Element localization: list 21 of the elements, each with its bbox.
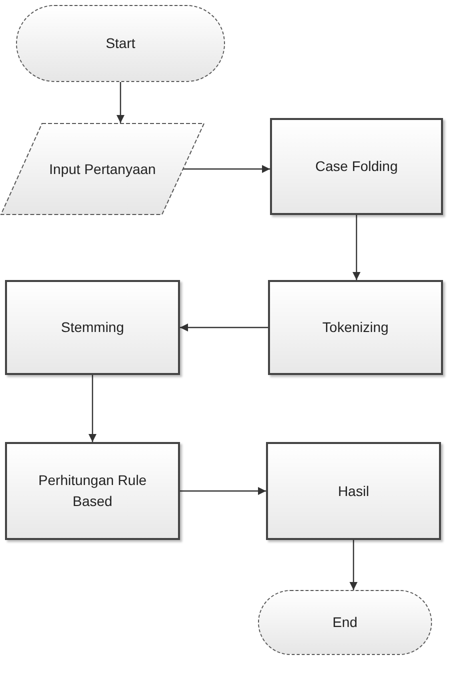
process-box — [268, 280, 443, 375]
arrow — [116, 82, 124, 123]
node-label: End — [332, 613, 358, 632]
node-label: Case Folding — [315, 157, 398, 176]
process-box — [270, 118, 443, 215]
process-box — [5, 280, 180, 375]
node-label: Stemming — [60, 318, 124, 337]
arrow — [88, 375, 96, 442]
node-label: Tokenizing — [322, 318, 389, 337]
arrow — [352, 215, 360, 280]
node-label: Input Pertanyaan — [49, 160, 156, 179]
node-label: Perhitungan Rule Based — [37, 471, 148, 511]
arrow — [183, 165, 270, 173]
arrow — [180, 487, 266, 495]
input-parallelogram — [0, 123, 205, 215]
arrow — [180, 324, 268, 332]
node-label: Hasil — [338, 482, 370, 500]
arrow — [350, 540, 358, 590]
process-box — [266, 442, 441, 540]
process-box — [5, 442, 180, 540]
node-label: Start — [106, 34, 136, 53]
